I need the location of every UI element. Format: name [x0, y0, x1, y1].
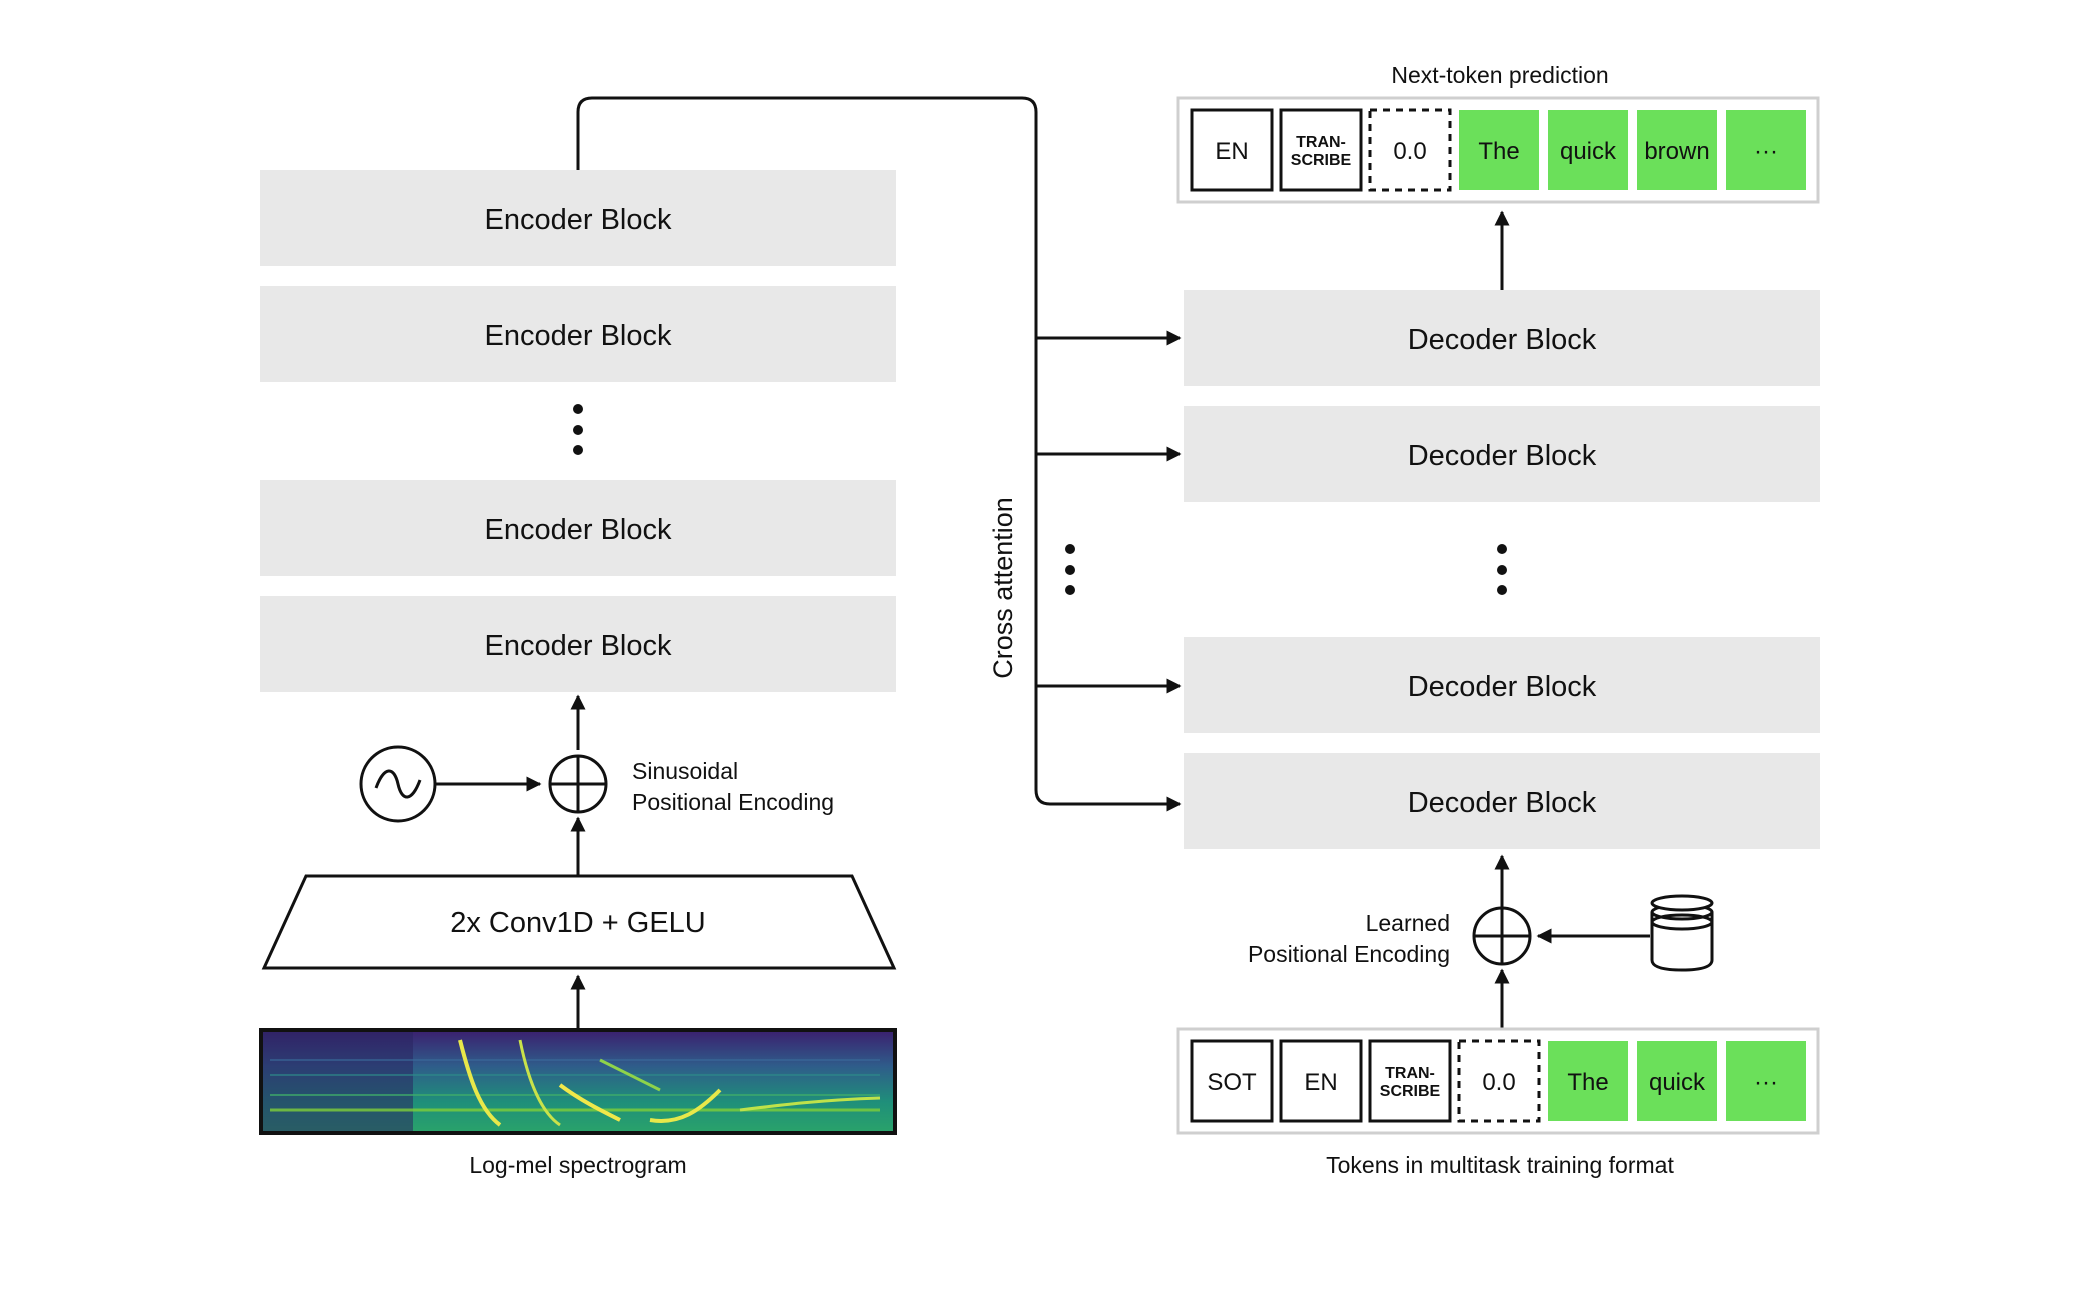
- input-token-0-label: SOT: [1207, 1069, 1257, 1096]
- decoder-block-2: [1184, 406, 1820, 502]
- output-token-2-label: 0.0: [1393, 138, 1426, 165]
- decoder-block-3-label: Decoder Block: [1408, 671, 1597, 703]
- output-token-5: [1637, 110, 1717, 190]
- input-token-5: [1637, 1041, 1717, 1121]
- input-token-6-label: ···: [1754, 1069, 1778, 1096]
- output-token-1-label-line1: TRAN-: [1296, 134, 1346, 151]
- output-token-1: [1279, 108, 1363, 192]
- output-token-4-label: quick: [1560, 138, 1617, 165]
- conv-block: [261, 874, 897, 970]
- encoder-block-4-label: Encoder Block: [485, 630, 672, 662]
- input-tokens-caption: Tokens in multitask training format: [1326, 1152, 1674, 1178]
- output-token-5-label: brown: [1644, 138, 1709, 165]
- input-token-2-label-line1: TRAN-: [1385, 1065, 1435, 1082]
- input-token-4-label: The: [1567, 1069, 1608, 1096]
- encoder-block-4: [260, 596, 896, 692]
- decoder-block-4-label: Decoder Block: [1408, 787, 1597, 819]
- conv-label: 2x Conv1D + GELU: [450, 907, 705, 939]
- decoder-ellipsis: [1497, 544, 1507, 595]
- spectrogram-caption: Log-mel spectrogram: [469, 1152, 686, 1178]
- cross-attention-bus: [576, 96, 1182, 812]
- encoder-block-1: [260, 170, 896, 266]
- learned-label-line1: Learned: [1366, 910, 1450, 936]
- output-tokens-caption: Next-token prediction: [1391, 62, 1608, 88]
- input-token-3-label: 0.0: [1482, 1069, 1515, 1096]
- input-token-row: SOT EN TRAN-SCRIBE 0.0 The quick ···: [1190, 1039, 1806, 1123]
- sinusoidal-label-line2: Positional Encoding: [632, 789, 834, 815]
- decoder-block-1: [1184, 290, 1820, 386]
- decoder-block-1-label: Decoder Block: [1408, 324, 1597, 356]
- sinusoid-icon: [359, 745, 437, 823]
- encoder-add-icon: [548, 754, 608, 814]
- input-token-0: [1190, 1039, 1274, 1123]
- output-token-4: [1548, 110, 1628, 190]
- encoder-block-3-label: Encoder Block: [485, 514, 672, 546]
- input-token-2-label-line2: SCRIBE: [1380, 1083, 1441, 1100]
- decoder-block-3: [1184, 637, 1820, 733]
- input-token-6: [1726, 1041, 1806, 1121]
- decoder-block-4: [1184, 753, 1820, 849]
- output-token-2: [1368, 108, 1452, 192]
- cross-attention-label: Cross attention: [988, 497, 1018, 679]
- database-icon: [1650, 894, 1714, 972]
- output-token-1-label-line2: SCRIBE: [1291, 152, 1352, 169]
- input-token-4: [1548, 1041, 1628, 1121]
- input-token-1-label: EN: [1304, 1069, 1337, 1096]
- encoder-block-3: [260, 480, 896, 576]
- decoder-stack: Decoder Block Decoder Block Decoder Bloc…: [1184, 290, 1820, 849]
- decoder-add-icon: [1472, 906, 1532, 966]
- encoder-stack: Encoder Block Encoder Block Encoder Bloc…: [260, 170, 896, 692]
- output-token-3-label: The: [1478, 138, 1519, 165]
- input-token-5-label: quick: [1649, 1069, 1706, 1096]
- output-token-6: [1726, 110, 1806, 190]
- input-token-1: [1279, 1039, 1363, 1123]
- cross-attention-ellipsis: [1065, 544, 1075, 595]
- encoder-block-2-label: Encoder Block: [485, 320, 672, 352]
- output-token-0-label: EN: [1215, 138, 1248, 165]
- input-token-2: [1368, 1039, 1452, 1123]
- encoder-ellipsis: [573, 404, 583, 455]
- learned-label-line2: Positional Encoding: [1248, 941, 1450, 967]
- spectrogram-image: [259, 1028, 897, 1135]
- encoder-block-2: [260, 286, 896, 382]
- output-token-0: [1190, 108, 1274, 192]
- output-token-3: [1459, 110, 1539, 190]
- output-token-6-label: ···: [1754, 138, 1778, 165]
- sinusoidal-label-line1: Sinusoidal: [632, 758, 738, 784]
- decoder-block-2-label: Decoder Block: [1408, 440, 1597, 472]
- encoder-block-1-label: Encoder Block: [485, 204, 672, 236]
- input-token-3: [1457, 1039, 1541, 1123]
- output-token-row: EN TRAN-SCRIBE 0.0 The quick brown ···: [1190, 108, 1806, 192]
